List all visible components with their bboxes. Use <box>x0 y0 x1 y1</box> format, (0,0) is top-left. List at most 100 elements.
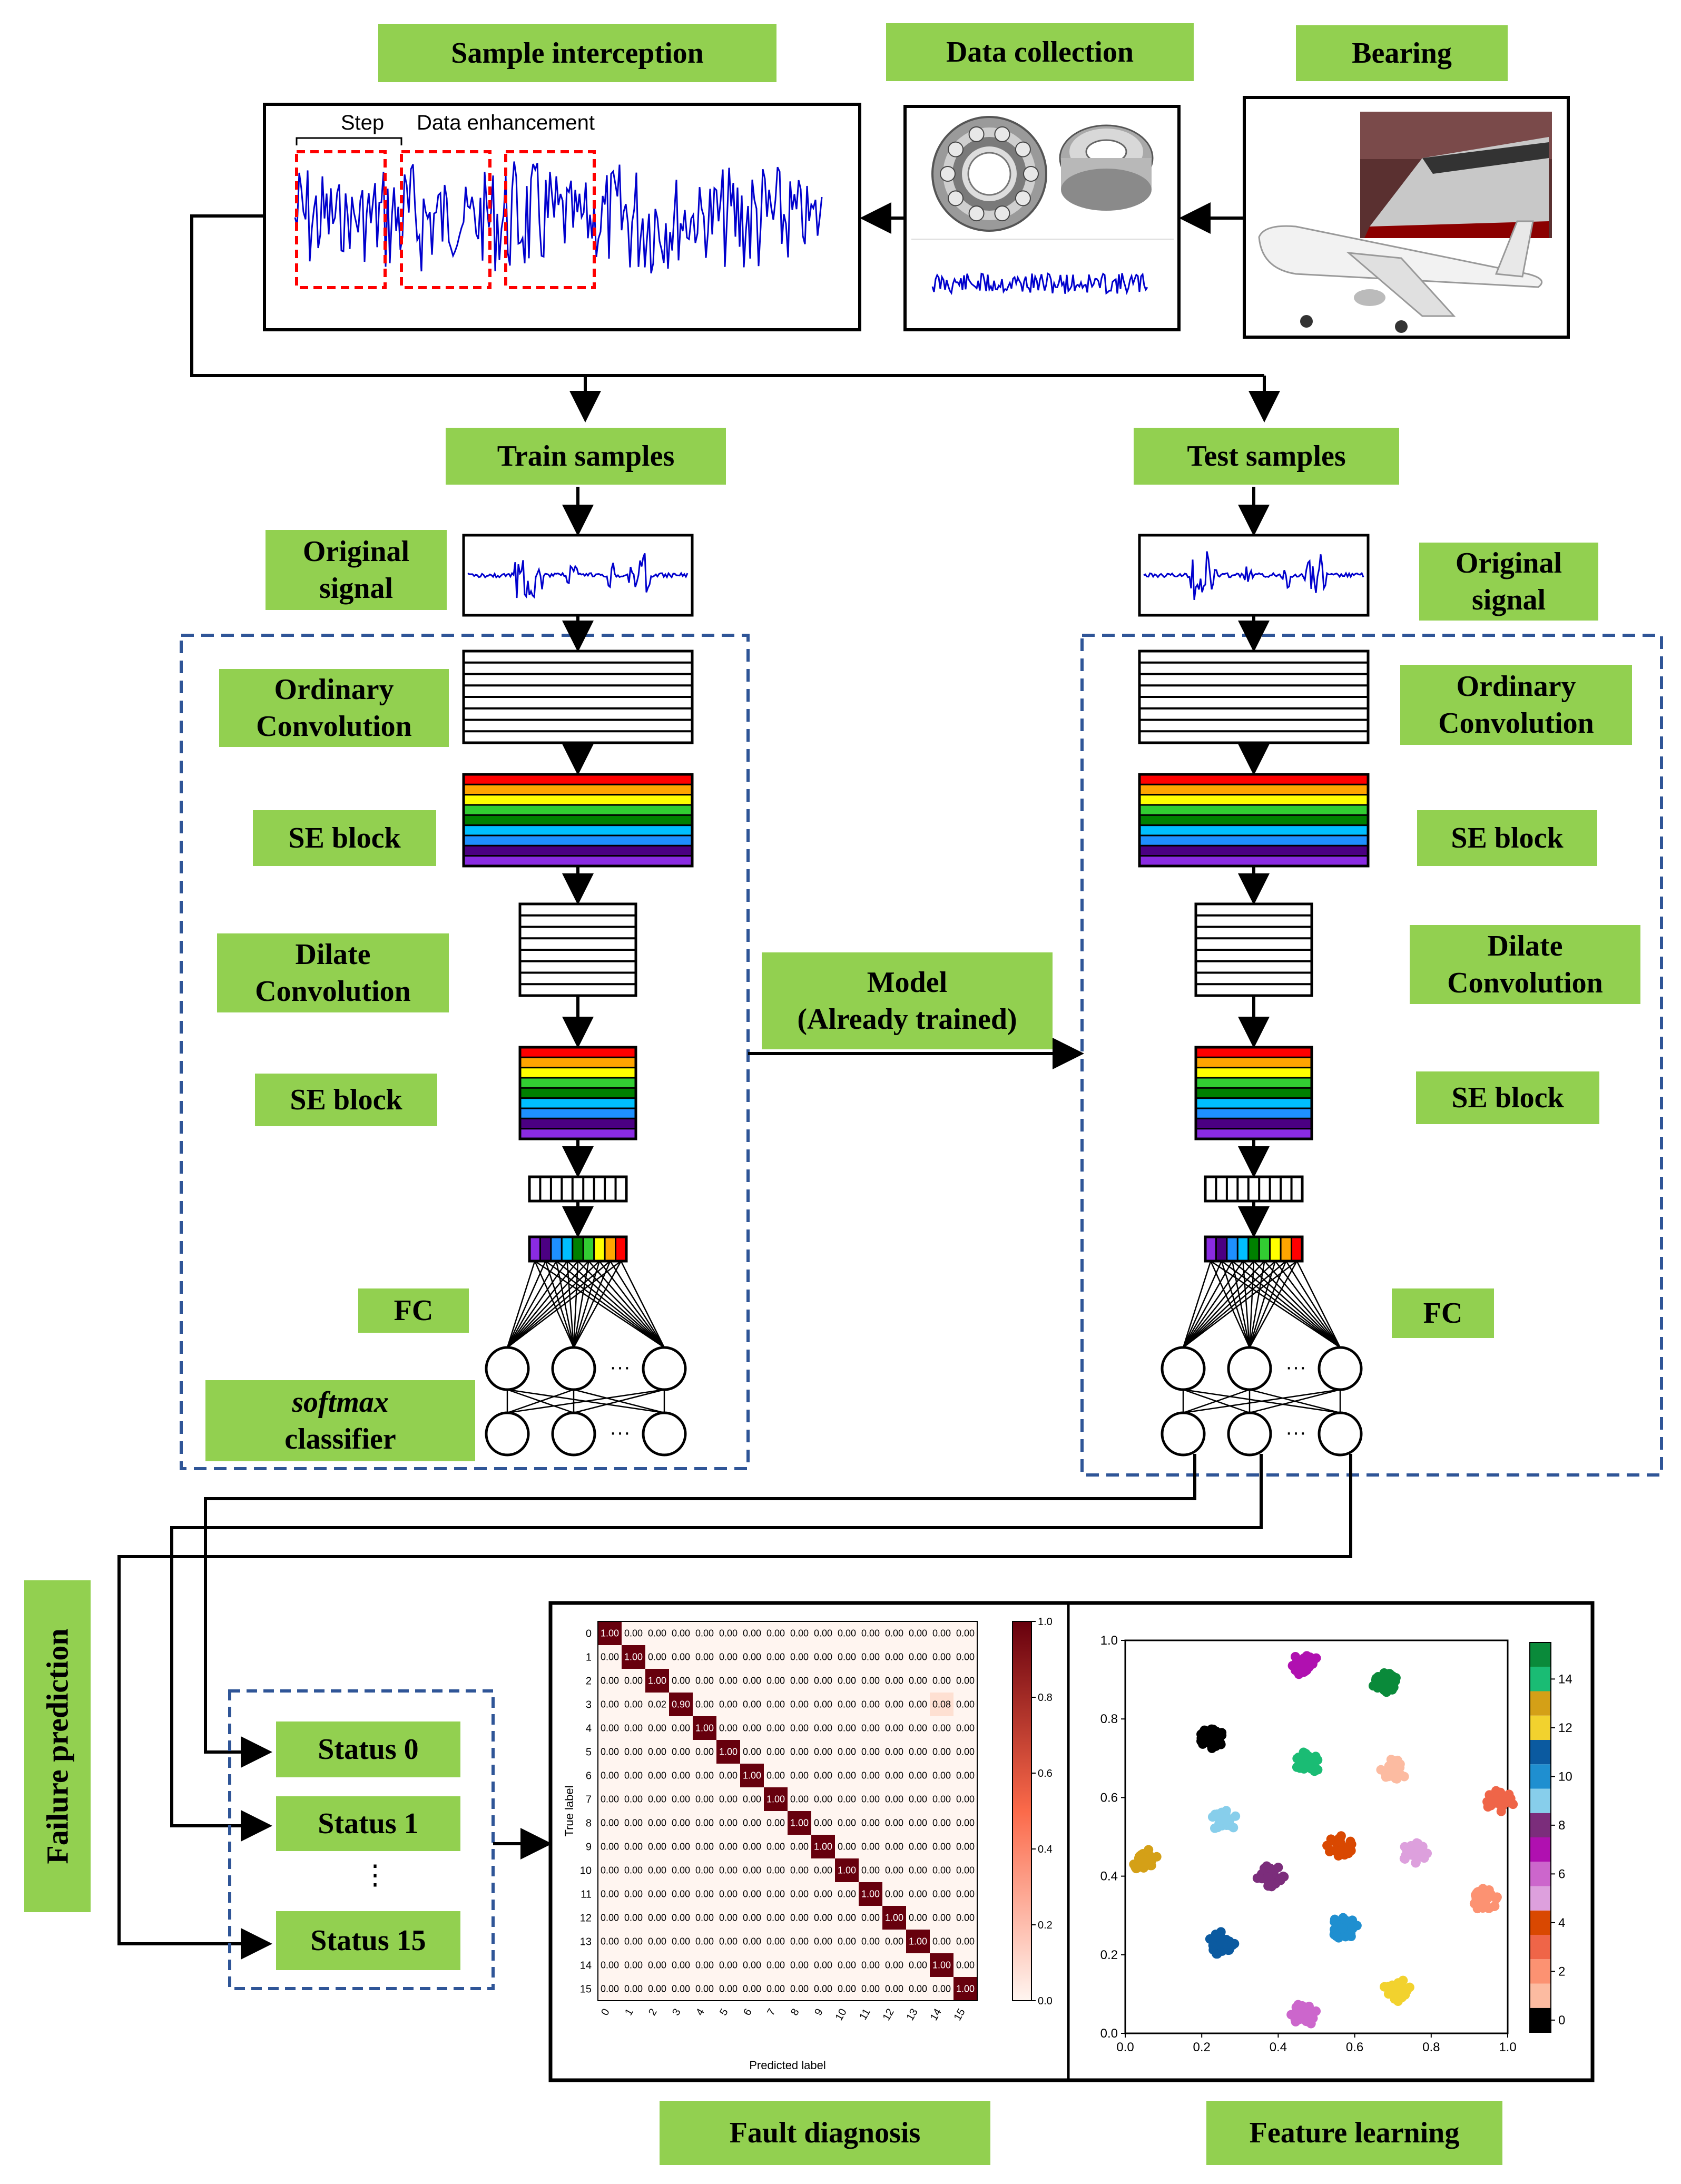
collected-signal <box>931 272 1148 296</box>
fc-connection <box>1249 1261 1297 1348</box>
roller-bearing-image <box>1059 124 1154 211</box>
confusion-cell-label: 0.00 <box>648 1818 666 1828</box>
cluster-point <box>1399 1986 1409 1996</box>
fc-connection <box>1183 1261 1276 1348</box>
confusion-cell <box>811 1740 835 1764</box>
confusion-cell-label: 0.00 <box>648 1913 666 1923</box>
data-enhancement-text: Data enhancement <box>417 111 595 134</box>
se-block-1-stripe <box>1138 824 1369 837</box>
confusion-cell <box>740 1621 764 1645</box>
colorbar-tick-label: 1.0 <box>1038 1616 1053 1628</box>
confusion-cell <box>693 1693 716 1716</box>
feature-learning-label: Feature learning <box>1206 2101 1502 2165</box>
confusion-cell-label: 0.00 <box>601 1699 619 1710</box>
fc-connection <box>507 1261 600 1348</box>
confusion-cell <box>882 1953 906 1977</box>
confusion-cell-label: 0.00 <box>695 1628 714 1639</box>
confusion-cell <box>953 1953 977 1977</box>
confusion-cell <box>598 1740 622 1764</box>
scatter-ytick: 0.4 <box>1100 1870 1118 1884</box>
feature-vector-cell <box>593 1236 606 1262</box>
confusion-cell-label: 0.00 <box>672 1960 690 1971</box>
cluster-point <box>1346 1929 1356 1939</box>
confusion-cell <box>693 1740 716 1764</box>
confusion-cell <box>882 1764 906 1787</box>
scatter-ytick: 1.0 <box>1100 1634 1118 1648</box>
cluster-point <box>1212 1949 1222 1959</box>
flatten-layer <box>1204 1175 1304 1203</box>
confusion-cell-label: 0.00 <box>743 1699 761 1710</box>
confusion-cell <box>716 1764 740 1787</box>
confusion-cell <box>953 1858 977 1882</box>
confusion-cell-label: 0.00 <box>648 1628 666 1639</box>
confusion-cell-label: 1.00 <box>648 1676 666 1686</box>
confusion-cell <box>669 1669 693 1693</box>
confusion-cell <box>906 1835 930 1858</box>
confusion-cell <box>622 1693 645 1716</box>
feature-vector-cell <box>1247 1236 1260 1262</box>
confusion-cell <box>716 1930 740 1953</box>
confusion-cell <box>835 1787 859 1811</box>
confusion-cell-label: 0.00 <box>814 1913 832 1923</box>
confusion-cell-label: 0.00 <box>885 1794 903 1805</box>
fc-connection <box>1183 1261 1254 1348</box>
confusion-cell-label: 0.00 <box>695 1960 714 1971</box>
feature-vector-cell <box>1280 1236 1293 1262</box>
confusion-cell-label: 0.00 <box>695 1818 714 1828</box>
output-neuron <box>642 1411 687 1457</box>
cluster-point <box>1381 1687 1391 1697</box>
confusion-cell <box>859 1811 882 1835</box>
ellipsis-text: ··· <box>1285 1421 1306 1444</box>
cluster-point <box>1334 1848 1344 1858</box>
scatter-colorbar-label: 8 <box>1558 1818 1565 1833</box>
confusion-cell <box>835 1953 859 1977</box>
confusion-cell <box>859 1740 882 1764</box>
confusion-cell-diagonal <box>811 1835 835 1858</box>
confusion-cell <box>740 1906 764 1930</box>
se-block-1-stripe <box>463 773 693 785</box>
se-block-1-stripe <box>1138 834 1369 847</box>
confusion-cell-label: 0.00 <box>838 1936 856 1947</box>
se-block-1-stripe <box>1138 814 1369 827</box>
confusion-cell <box>645 1716 669 1740</box>
confusion-cell <box>930 1858 953 1882</box>
confusion-cell <box>859 1977 882 2001</box>
cluster-point <box>1338 1923 1348 1933</box>
confusion-cell-label: 0.00 <box>790 1652 809 1662</box>
confusion-cell <box>669 1740 693 1764</box>
confusion-cell-label: 0.00 <box>861 1818 880 1828</box>
cluster-point <box>1292 1754 1302 1764</box>
confusion-cell-label: 0.00 <box>624 1960 643 1971</box>
confusion-cell <box>693 1669 716 1693</box>
confusion-cell-label: 0.00 <box>695 1747 714 1757</box>
cluster-point <box>1224 1945 1234 1955</box>
cluster-point <box>1486 1890 1496 1900</box>
confusion-cell-label: 0.00 <box>909 1865 927 1876</box>
confusion-cell <box>953 1811 977 1835</box>
fc-connection <box>573 1261 579 1348</box>
confusion-cell <box>835 1740 859 1764</box>
scatter-xtick: 0.2 <box>1193 2040 1211 2054</box>
confusion-cell <box>693 1787 716 1811</box>
confusion-cell <box>622 1858 645 1882</box>
confusion-cell <box>882 1835 906 1858</box>
feature-vector-cell <box>1269 1236 1282 1262</box>
confusion-cell-label: 0.00 <box>601 1770 619 1781</box>
cluster-2 <box>1469 1884 1502 1914</box>
model-label: Model(Already trained) <box>762 952 1053 1049</box>
confusion-cell-label: 0.00 <box>861 1913 880 1923</box>
output-neuron <box>1161 1411 1206 1457</box>
confusion-cell-label: 0.00 <box>861 1628 880 1639</box>
confusion-cell <box>622 1811 645 1835</box>
confusion-cell-label: 0.00 <box>624 1628 643 1639</box>
confusion-cell-label: 0.00 <box>766 1747 785 1757</box>
confusion-cell-label: 0.00 <box>885 1652 903 1662</box>
confusion-cell <box>645 1858 669 1882</box>
confusion-cell-label: 0.00 <box>861 1676 880 1686</box>
se-block-2-stripe <box>1195 1087 1313 1099</box>
confusion-cell <box>788 1621 811 1645</box>
confusion-cell-label: 0.00 <box>838 1818 856 1828</box>
confusion-cell-label: 0.00 <box>695 1652 714 1662</box>
fc-connection <box>506 1261 557 1348</box>
se-block-1-stripe <box>1138 773 1369 785</box>
